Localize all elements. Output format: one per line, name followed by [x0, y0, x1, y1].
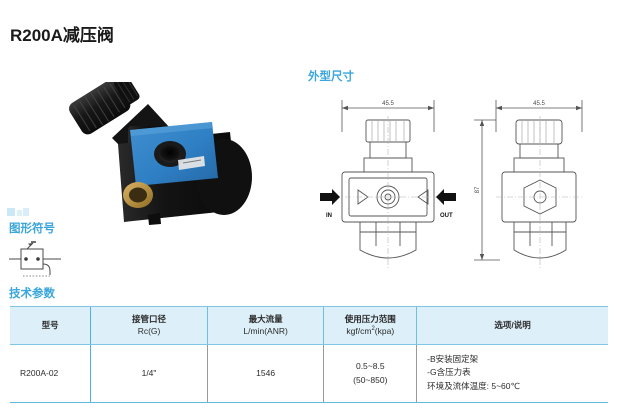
- mount-tab: [148, 213, 161, 225]
- watermark-icon: [7, 208, 29, 216]
- cell-port-size: 1/4": [90, 344, 208, 403]
- pneumatic-symbol-diagram: [9, 241, 61, 277]
- pressure-range-main: 0.5~8.5: [355, 361, 385, 372]
- front-width-dim: 45.5: [382, 101, 394, 107]
- header-max-flow-sub: L/min(ANR): [243, 326, 288, 337]
- cell-options: -B安装固定架 -G含压力表 环境及流体温度: 5~60℃: [416, 344, 608, 403]
- spec-table: 型号 接管口径 Rc(G) 最大流量 L/min(ANR) 使用压力范围 kgf…: [10, 306, 608, 406]
- option-line-1: -B安装固定架: [427, 353, 479, 364]
- outlet-label: OUT: [440, 213, 453, 219]
- outlet-arrow: [436, 189, 456, 205]
- side-width-dim: 45.5: [533, 101, 545, 107]
- header-pressure-range-sub: kgf/cm2(kpa): [346, 326, 395, 337]
- specs-heading: 技术参数: [9, 288, 55, 300]
- dimension-drawing-front: 45.5: [320, 100, 456, 270]
- brass-port: [123, 182, 153, 208]
- product-photo: [69, 82, 252, 225]
- option-line-2: -G含压力表: [427, 367, 471, 378]
- top-port: [154, 141, 186, 167]
- table-row: R200A-02 1/4" 1546 0.5~8.5 (50~850) -B安装…: [10, 344, 608, 403]
- header-pressure-range-main: 使用压力范围: [344, 314, 396, 324]
- header-model-main: 型号: [41, 320, 59, 331]
- header-pressure-range: 使用压力范围 kgf/cm2(kpa): [323, 306, 417, 345]
- table-header-row: 型号 接管口径 Rc(G) 最大流量 L/min(ANR) 使用压力范围 kgf…: [10, 306, 608, 345]
- page-title: R200A减压阀: [10, 26, 114, 45]
- header-port-size-sub: Rc(G): [137, 326, 161, 337]
- header-options: 选项/说明: [416, 306, 608, 345]
- side-height-dim: 87: [475, 186, 481, 193]
- pressure-range-sub: (50~850): [353, 375, 388, 386]
- header-port-size-main: 接管口径: [132, 314, 167, 324]
- header-model: 型号: [10, 306, 91, 345]
- option-line-3: 环境及流体温度: 5~60℃: [427, 380, 521, 391]
- header-max-flow-main: 最大流量: [248, 314, 283, 324]
- header-max-flow: 最大流量 L/min(ANR): [206, 306, 324, 345]
- product-label: [178, 156, 205, 170]
- inlet-arrow: [320, 189, 340, 205]
- header-options-main: 选项/说明: [494, 320, 531, 331]
- adjustment-knob: [69, 82, 140, 135]
- dimension-drawing-side: 45.5 87: [474, 100, 584, 270]
- symbol-heading: 图形符号: [9, 223, 55, 235]
- header-port-size: 接管口径 Rc(G): [90, 306, 208, 345]
- dimensions-heading: 外型尺寸: [308, 71, 354, 83]
- inlet-label: IN: [326, 213, 332, 219]
- cell-model: R200A-02: [10, 344, 91, 403]
- cell-max-flow: 1546: [206, 344, 324, 403]
- cell-pressure-range: 0.5~8.5 (50~850): [323, 344, 417, 403]
